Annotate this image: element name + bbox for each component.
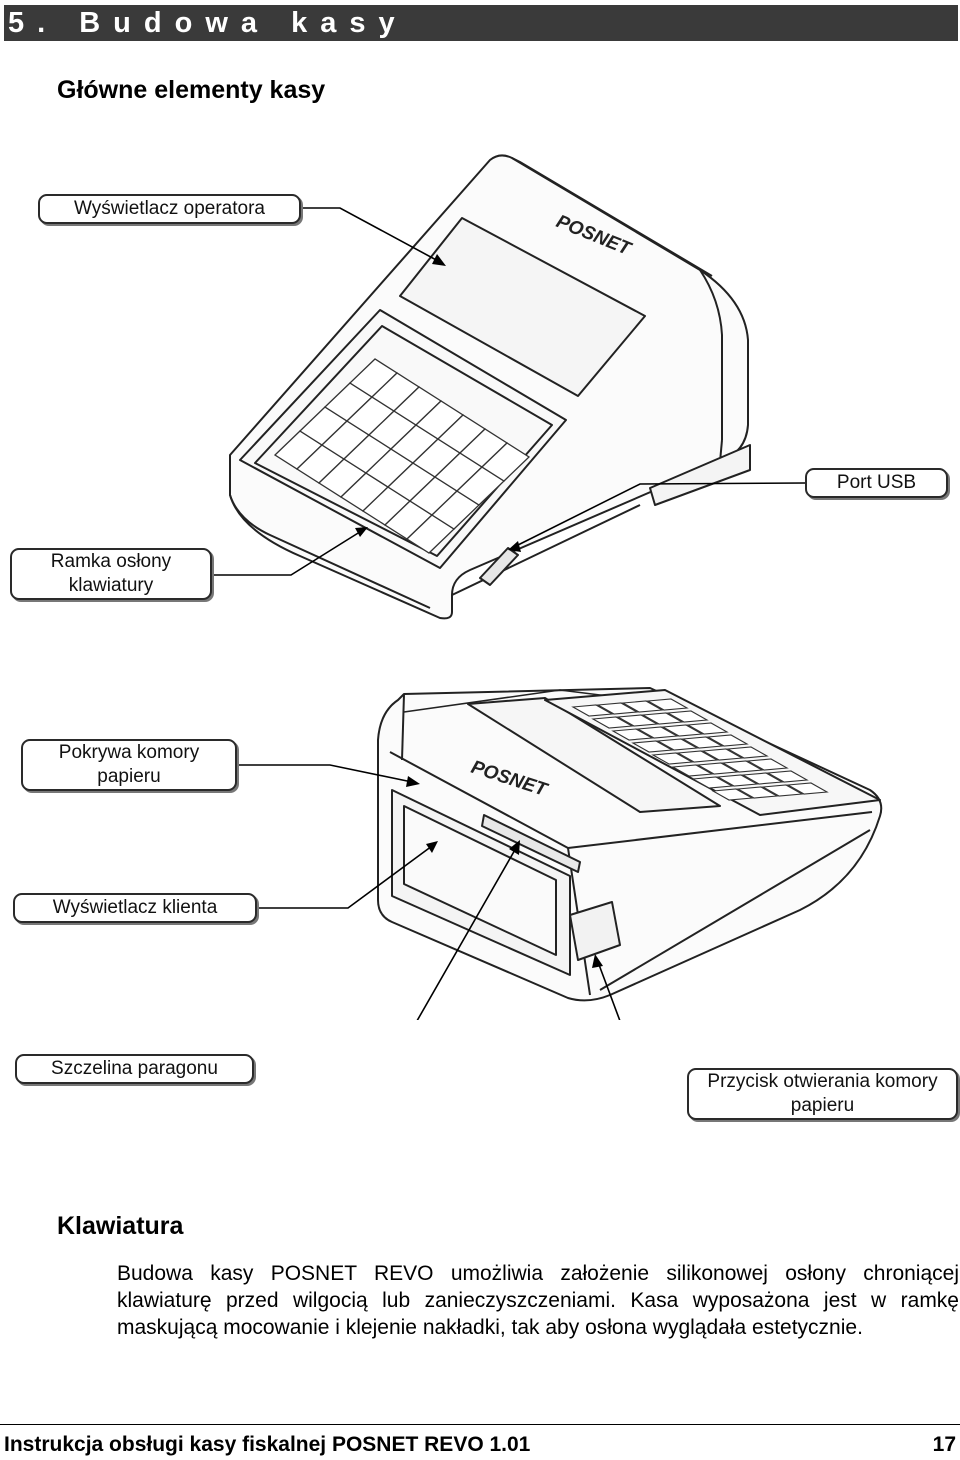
callout-keyboard-frame-line2: klawiatury — [68, 575, 154, 596]
section-title-keyboard: Klawiatura — [57, 1212, 184, 1240]
footer-manual-title: Instrukcja obsługi kasy fiskalnej POSNET… — [4, 1433, 531, 1456]
register-top-view-figure: POSNET — [212, 154, 806, 620]
callout-keyboard-frame-line1: Ramka osłony — [50, 551, 172, 572]
keyboard-paragraph: Budowa kasy POSNET REVO umożliwia założe… — [117, 1262, 959, 1339]
callout-paper-cover-line2: papieru — [97, 766, 161, 787]
callout-customer-display: Wyświetlacz klienta — [13, 893, 257, 923]
callout-keyboard-frame: Ramka osłony klawiatury — [10, 548, 212, 600]
callout-paper-open-button-line2: papieru — [790, 1095, 855, 1116]
callout-operator-display: Wyświetlacz operatora — [38, 194, 301, 224]
callout-paper-open-button: Przycisk otwierania komory papieru — [687, 1068, 958, 1120]
callout-paper-cover-line1: Pokrywa komory — [58, 742, 200, 763]
chapter-title: 5. Budowa kasy — [4, 5, 958, 41]
footer-divider — [0, 1424, 960, 1425]
callout-usb-port: Port USB — [805, 468, 948, 498]
register-front-view-figure: POSNET — [237, 687, 883, 1020]
callout-paper-open-button-line1: Przycisk otwierania komory — [707, 1071, 938, 1092]
section-title-main-elements: Główne elementy kasy — [57, 76, 326, 104]
callout-paper-cover: Pokrywa komory papieru — [21, 739, 237, 791]
callout-receipt-slot: Szczelina paragonu — [15, 1054, 254, 1084]
footer-page-number: 17 — [932, 1433, 956, 1456]
